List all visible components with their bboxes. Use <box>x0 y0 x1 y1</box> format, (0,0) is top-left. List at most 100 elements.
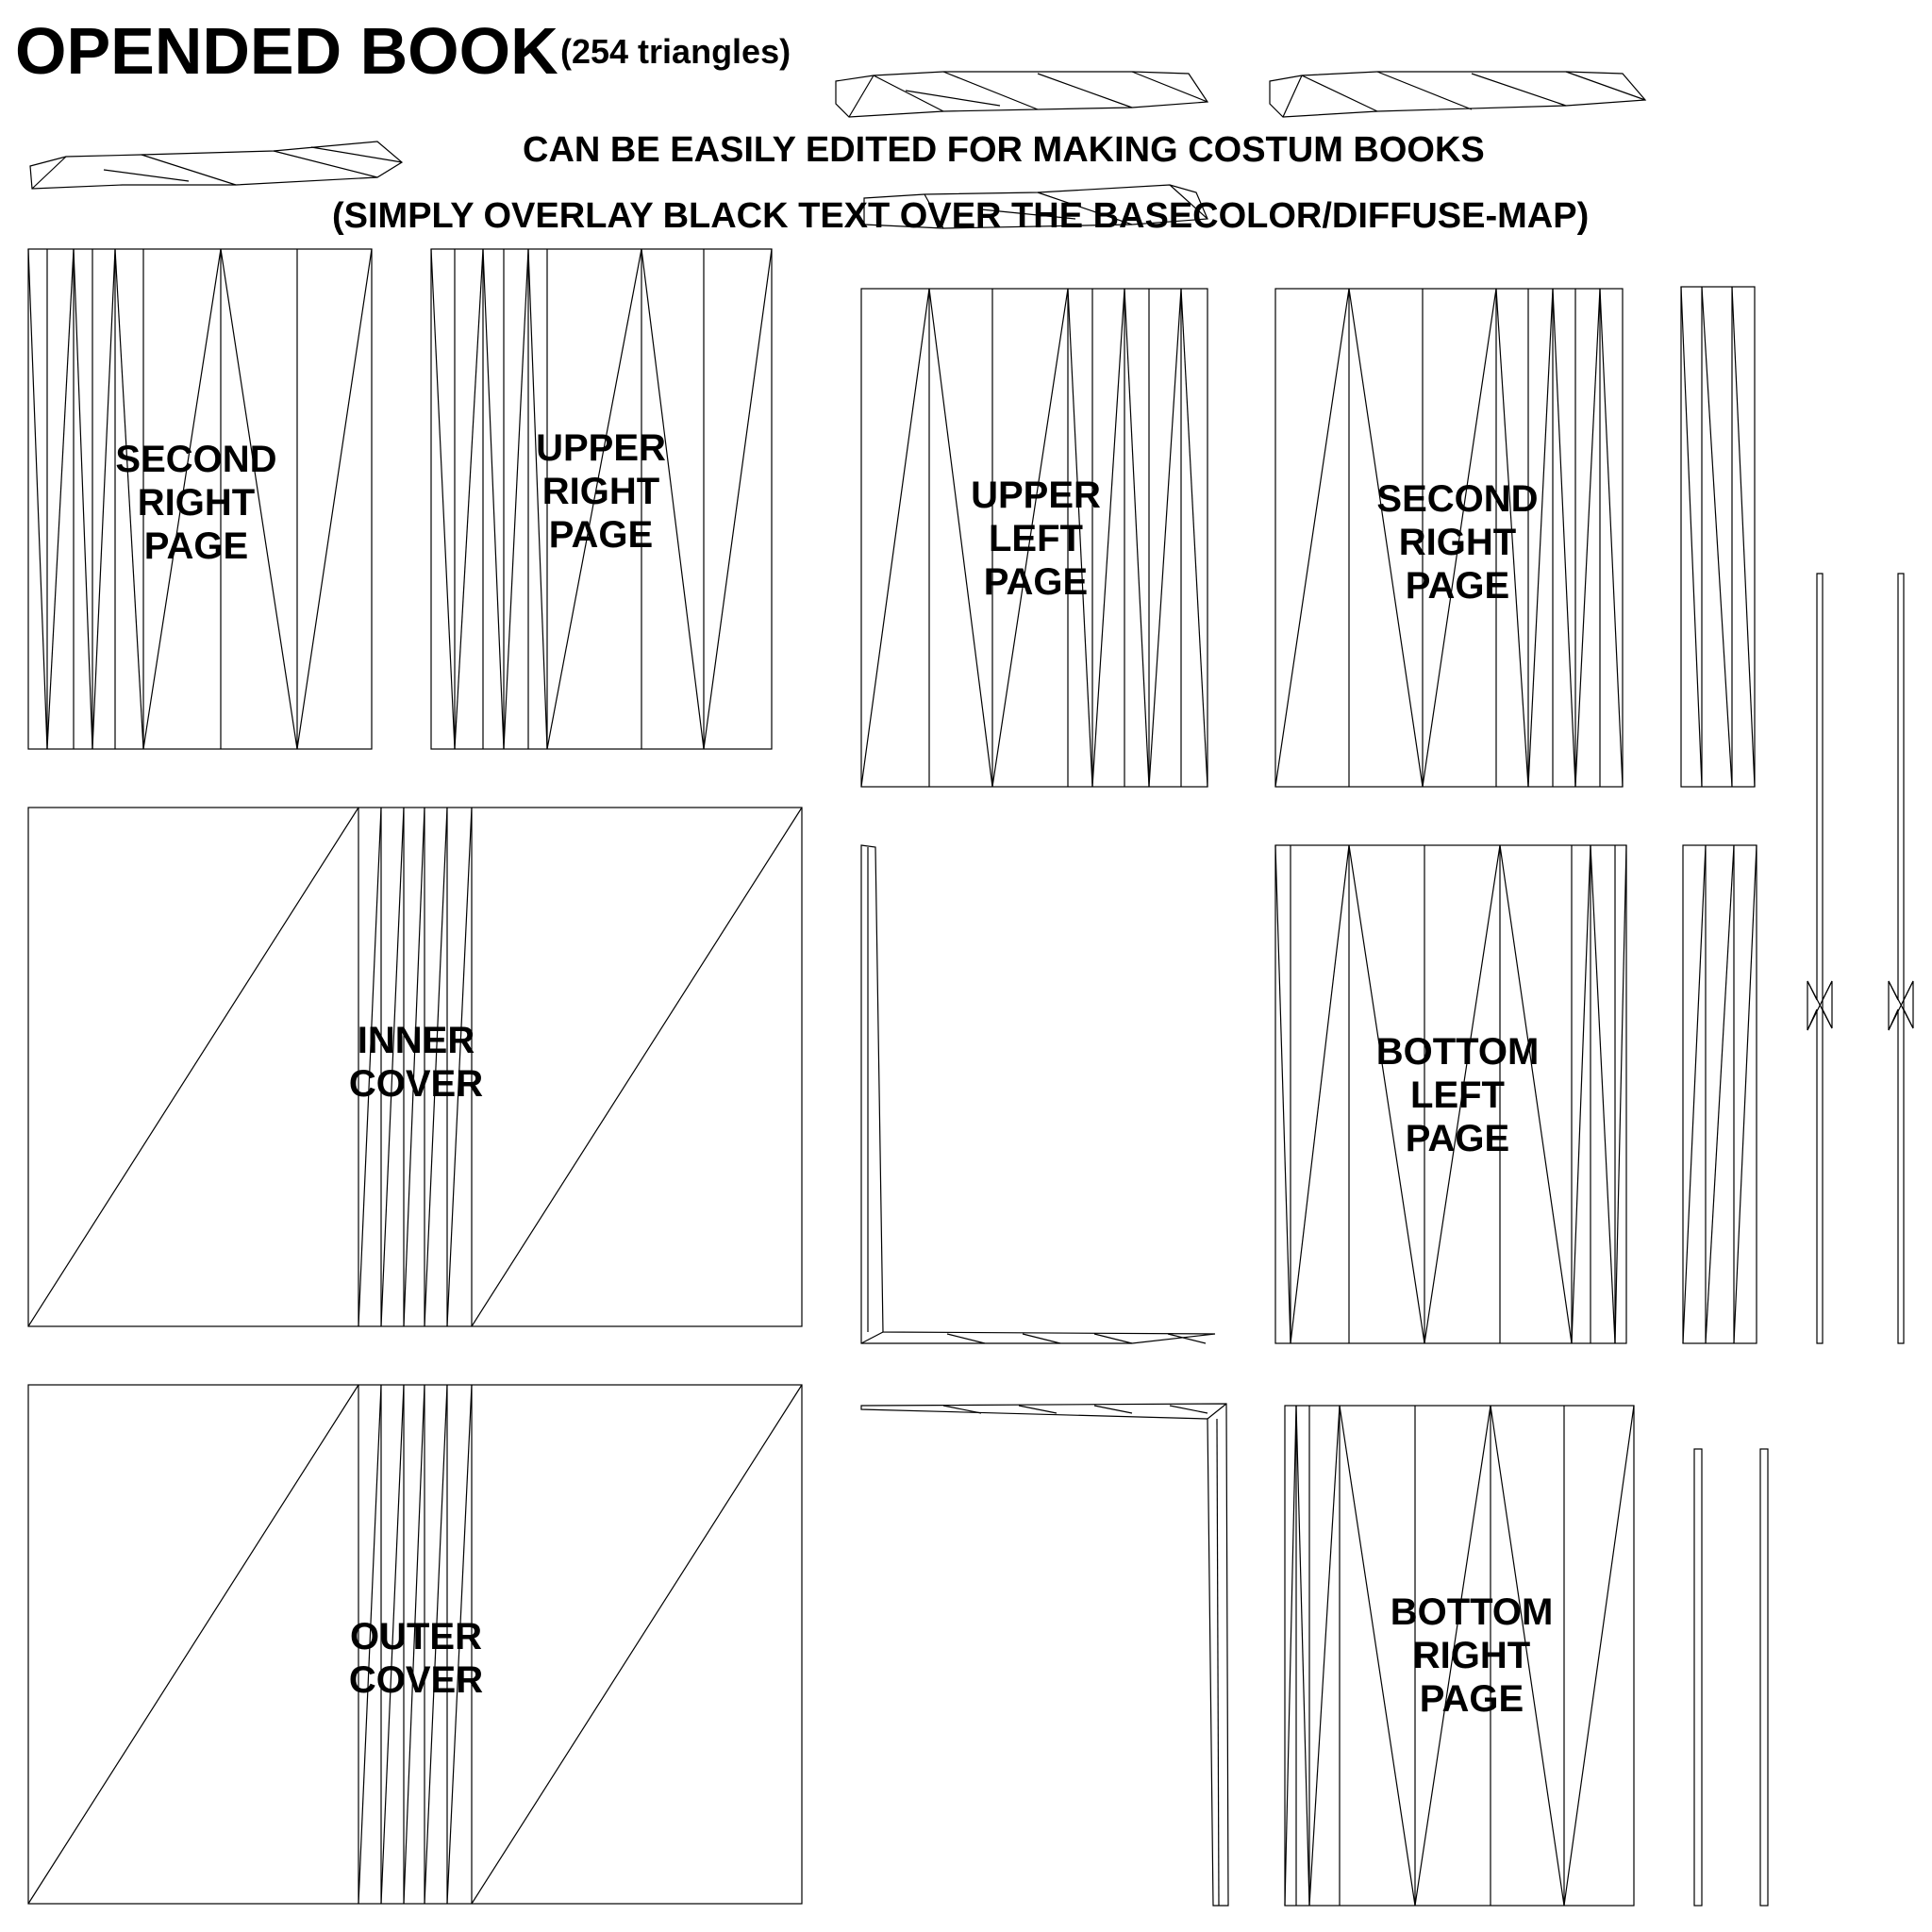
mesh-edge-diagonal <box>1093 1333 1133 1344</box>
mesh-edge-vertical <box>1216 1418 1220 1907</box>
mesh-edge-diagonal <box>1169 1405 1208 1414</box>
label-second-right-page-b: SECOND RIGHT PAGE <box>1376 478 1539 607</box>
mesh-edge-diagonal <box>403 1384 425 1905</box>
mesh-edge-diagonal <box>503 248 529 750</box>
island-outline <box>1693 1448 1703 1907</box>
mesh-edge-diagonal <box>1180 288 1208 788</box>
mesh-edge-diagonal <box>1274 288 1350 788</box>
island-outline <box>1759 1448 1769 1907</box>
mesh-edge-diagonal <box>114 248 144 750</box>
mesh-edge-diagonal <box>1037 73 1133 108</box>
mesh-edge-diagonal <box>946 1333 986 1344</box>
mesh-edge-diagonal <box>103 169 190 182</box>
triangle-count: (254 triangles) <box>560 32 791 71</box>
mesh-edge-diagonal <box>1424 844 1501 1344</box>
mesh-edge-diagonal <box>1131 71 1208 103</box>
mesh-edge-diagonal <box>446 807 473 1327</box>
island-outline <box>1888 573 1914 1344</box>
mesh-edge-diagonal <box>1680 286 1703 788</box>
mesh-edge-diagonal <box>1167 1333 1207 1344</box>
mesh-edge-diagonal <box>942 1405 982 1414</box>
mesh-edge-diagonal <box>31 156 67 190</box>
mesh-edge-diagonal <box>641 248 705 750</box>
island-edge-sliver-c <box>29 141 404 190</box>
mesh-edge-diagonal <box>1422 288 1497 788</box>
island-outline <box>863 184 1208 229</box>
mesh-edge-diagonal <box>1574 288 1601 788</box>
island-spine-strip-a <box>1680 286 1756 788</box>
mesh-edge-diagonal <box>1148 288 1182 788</box>
mesh-edge-diagonal <box>1552 288 1576 788</box>
mesh-edge-diagonal <box>358 807 382 1327</box>
label-bottom-left-page: BOTTOM LEFT PAGE <box>1375 1031 1540 1159</box>
mesh-edge-diagonal <box>142 248 222 750</box>
mesh-edge-diagonal <box>1093 1405 1133 1414</box>
mesh-edge-diagonal <box>873 75 944 112</box>
mesh-edge-diagonal <box>1308 1405 1341 1907</box>
mesh-edge-diagonal <box>1282 75 1303 118</box>
mesh-edge-diagonal <box>1527 288 1554 788</box>
mesh-edge-diagonal <box>991 288 1069 788</box>
mesh-edge-diagonal <box>27 1384 359 1905</box>
mesh-edge-diagonal <box>141 154 237 186</box>
mesh-edge-diagonal <box>1888 980 1914 1031</box>
mesh-edge-diagonal <box>1022 1333 1061 1344</box>
mesh-edge-diagonal <box>73 248 93 750</box>
mesh-edge-diagonal <box>1290 844 1350 1344</box>
island-outline <box>1680 286 1756 788</box>
island-outline <box>1284 1405 1635 1907</box>
island-second-right-page-a <box>27 248 373 750</box>
mesh-edge-diagonal <box>1705 844 1735 1344</box>
mesh-edge-diagonal <box>1565 71 1646 101</box>
mesh-edge-diagonal <box>928 288 993 788</box>
mesh-edge-diagonal <box>942 71 1039 110</box>
mesh-edge-diagonal <box>430 248 456 750</box>
mesh-edge-diagonal <box>1807 980 1833 1031</box>
mesh-edge-diagonal <box>1274 844 1291 1344</box>
page-title: OPENDED BOOK <box>15 14 558 88</box>
note-line-2: (SIMPLY OVERLAY BLACK TEXT OVER THE BASE… <box>332 196 1590 236</box>
island-thin-strip-d <box>1759 1448 1769 1907</box>
mesh-edge-diagonal <box>1348 844 1425 1344</box>
island-edge-sliver-b <box>1269 71 1647 118</box>
island-outline <box>1269 71 1647 118</box>
mesh-edge-diagonal <box>860 288 930 788</box>
mesh-edge-diagonal <box>380 1384 405 1905</box>
island-outline <box>430 248 773 750</box>
label-upper-right-page: UPPER RIGHT PAGE <box>536 427 666 556</box>
island-outline <box>860 1403 1229 1907</box>
mesh-edge-diagonal <box>296 248 373 750</box>
mesh-edge-diagonal <box>471 807 803 1327</box>
mesh-edge-diagonal <box>424 807 448 1327</box>
mesh-edge-diagonal <box>1733 844 1757 1344</box>
mesh-edge-diagonal <box>1037 192 1133 225</box>
mesh-edge-diagonal <box>358 1384 382 1905</box>
island-thin-strip-a <box>1807 573 1833 1344</box>
mesh-edge-diagonal <box>273 150 378 178</box>
mesh-edge-diagonal <box>471 1384 803 1905</box>
island-upper-right-page <box>430 248 773 750</box>
mesh-edge-diagonal <box>1348 288 1424 788</box>
label-outer-cover: OUTER COVER <box>348 1616 484 1701</box>
mesh-edge-diagonal <box>1495 288 1529 788</box>
mesh-edge-diagonal <box>1563 1405 1635 1907</box>
mesh-edge-diagonal <box>482 248 505 750</box>
label-upper-left-page: UPPER LEFT PAGE <box>971 475 1101 603</box>
mesh-edge-diagonal <box>1499 844 1573 1344</box>
note-line-1: CAN BE EASILY EDITED FOR MAKING COSTUM B… <box>523 130 1485 170</box>
mesh-edge-diagonal <box>1067 288 1093 788</box>
label-second-right-page-a: SECOND RIGHT PAGE <box>115 439 277 567</box>
mesh-edge-diagonal <box>310 146 403 163</box>
mesh-edge-diagonal <box>1571 844 1591 1344</box>
mesh-edge-diagonal <box>924 193 944 229</box>
island-bottom-left-page <box>1274 844 1627 1344</box>
island-upper-left-page <box>860 288 1208 788</box>
island-outline <box>29 141 404 190</box>
mesh-edge-diagonal <box>860 1331 884 1344</box>
mesh-edge-diagonal <box>454 248 484 750</box>
mesh-edge-diagonal <box>220 248 298 750</box>
island-second-right-page-b <box>1274 288 1624 788</box>
mesh-edge-diagonal <box>424 1384 448 1905</box>
mesh-edge-diagonal <box>1414 1405 1491 1907</box>
